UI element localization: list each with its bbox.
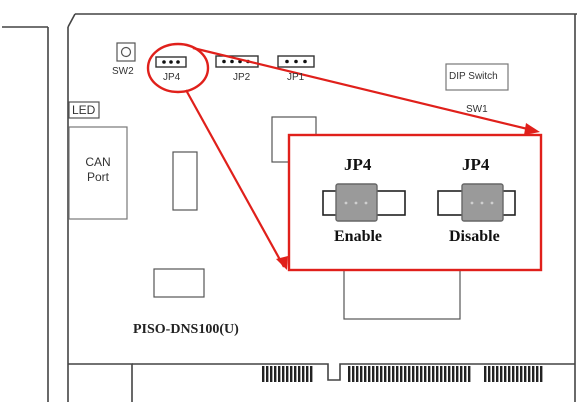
board-bottom-edge — [132, 363, 575, 381]
disable-caption: Disable — [449, 228, 500, 245]
can-port-line-2: Port — [86, 170, 109, 184]
sw2-label: SW2 — [112, 66, 134, 77]
jp4-highlight-circle — [146, 42, 210, 94]
led-label: LED — [72, 103, 96, 117]
jp4-label: JP4 — [163, 72, 181, 83]
board-name-label: PISO-DNS100(U) — [133, 322, 239, 337]
sw2-button — [116, 42, 136, 62]
jp1-label: JP1 — [287, 72, 305, 83]
jp2-label: JP2 — [233, 72, 251, 83]
led — [68, 101, 100, 119]
can-port — [68, 126, 128, 220]
enable-caption: Enable — [334, 228, 383, 245]
board-bottom-edge — [68, 363, 133, 402]
callout-arrows — [185, 46, 537, 268]
chip — [172, 151, 198, 211]
arrowhead — [276, 256, 288, 270]
edge-connector — [262, 366, 543, 382]
jp1-header — [277, 55, 315, 68]
arrowhead — [524, 123, 540, 135]
dip-switch — [445, 63, 509, 91]
can-port-line-1: CAN — [85, 155, 111, 169]
dip-switch-label: DIP Switch — [449, 71, 498, 82]
chip — [153, 268, 205, 298]
jumper-disable — [437, 183, 516, 222]
can-port-label: CAN Port — [69, 155, 127, 185]
sw1-label: SW1 — [466, 104, 488, 115]
board-left-edge — [67, 13, 76, 28]
chip — [343, 264, 461, 320]
jumper-enable — [322, 183, 406, 222]
jp4-header — [155, 56, 187, 68]
callout-left-title: JP4 — [344, 155, 372, 174]
callout-right-title: JP4 — [462, 155, 490, 174]
